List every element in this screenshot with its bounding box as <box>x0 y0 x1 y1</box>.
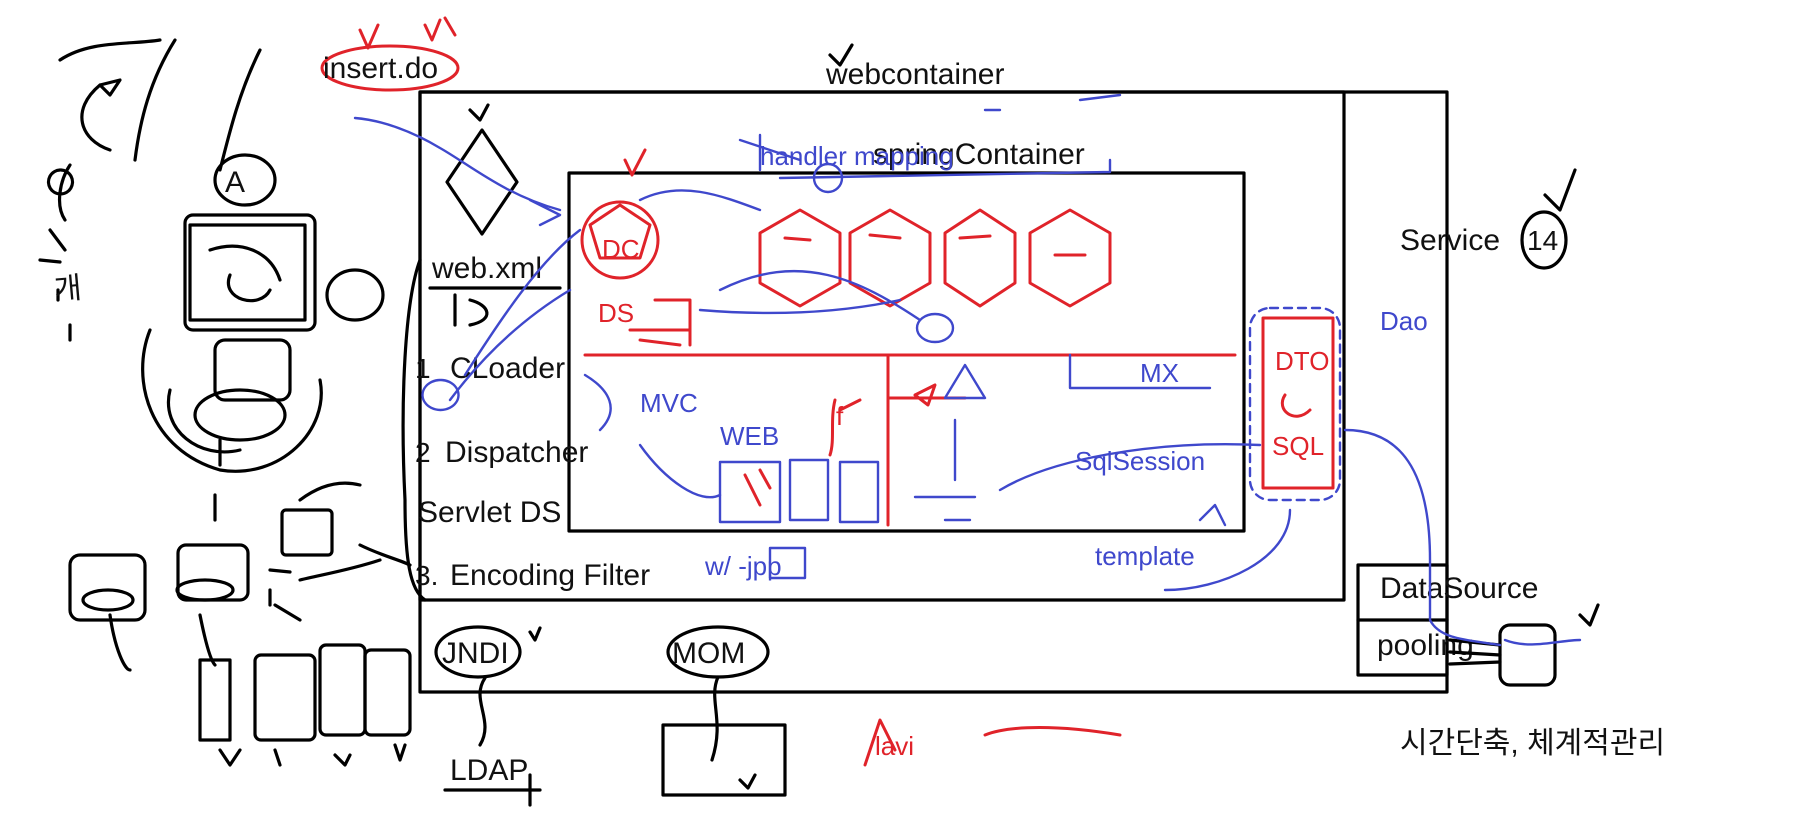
red-annotations: DC DS f DTO SQL lavi <box>580 148 1335 767</box>
spring-container-box <box>567 171 1246 533</box>
encoding-filter-label: Encoding Filter <box>450 559 650 592</box>
service-count-text: 14 <box>1527 225 1558 256</box>
db-cylinder-sketch <box>1498 623 1557 687</box>
mom-label: MOM <box>672 637 745 670</box>
handler-mapping-text: handler mapping <box>760 141 954 171</box>
front-controller-diamond <box>445 128 519 236</box>
insert-do-text: insert.do <box>323 52 438 85</box>
doodle-A-mark: A <box>225 166 245 199</box>
sql-session-text: SqlSession <box>1075 446 1205 476</box>
spring-container-label: springContainer <box>873 138 1085 171</box>
web-xml-label: web.xml <box>431 252 542 285</box>
dispatcher-step-2: 2 <box>415 437 431 468</box>
mx-text: MX <box>1140 358 1179 388</box>
blue-annotations: handler mapping MVC WEB MX SqlSession Da… <box>353 93 1582 647</box>
cloader-step-1: 1 <box>415 353 431 384</box>
service-count-circle <box>1520 210 1568 270</box>
mvc-text: MVC <box>640 388 698 418</box>
dto-red-text: DTO <box>1275 346 1329 376</box>
webcontainer-box <box>418 90 1346 602</box>
mom-queue-box <box>661 723 787 797</box>
web-text: WEB <box>720 421 779 451</box>
dispatcher-label: Dispatcher <box>445 436 588 469</box>
sql-red-text: SQL <box>1272 431 1324 461</box>
dao-red-box <box>1261 316 1335 490</box>
svg-text:Dao: Dao <box>1380 306 1428 336</box>
service-label: Service <box>1400 224 1500 257</box>
template-text: template <box>1095 541 1195 571</box>
jndi-label: JNDI <box>442 637 509 670</box>
bean-hexagon-3 <box>943 208 1017 308</box>
svg-text:f: f <box>836 401 844 431</box>
bean-hexagon-2 <box>848 208 932 308</box>
svg-text:DC: DC <box>602 234 640 264</box>
pooling-label: pooling <box>1377 629 1474 662</box>
dao-blue-dashed-box <box>1248 306 1342 502</box>
wjpp-text: w/ -jpp <box>704 551 782 581</box>
datasource-label: DataSource <box>1380 572 1538 605</box>
encoding-step-3: 3. <box>415 560 438 591</box>
ldap-handwriting: LDAP <box>450 754 528 787</box>
webcontainer-label: webcontainer <box>825 58 1004 91</box>
ds-red-text: DS <box>598 298 634 328</box>
insert-do-label: insert.do <box>320 16 460 92</box>
jndi-ellipse <box>434 625 522 679</box>
bean-hexagon-4 <box>1028 208 1112 308</box>
korean-note: 시간단축, 체계적관리 <box>1400 727 1665 760</box>
korean-doodle-gae: 개 <box>53 272 83 307</box>
left-doodles: 개 A <box>38 38 412 767</box>
bean-hexagon-1 <box>758 208 842 308</box>
servlet-ds-label: Servlet DS <box>418 496 561 529</box>
